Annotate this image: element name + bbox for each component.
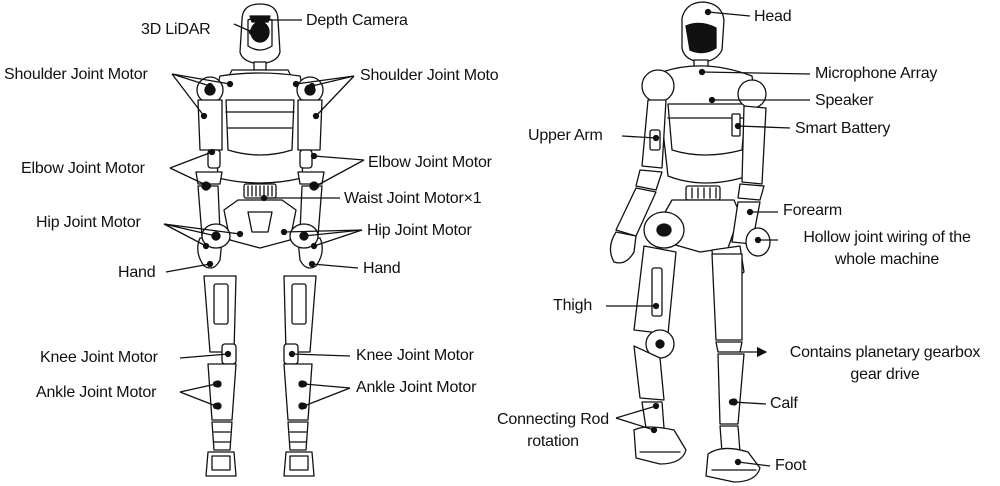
label-upper-arm: Upper Arm	[528, 127, 603, 144]
label-elbow-joint-motor-left: Elbow Joint Motor	[21, 160, 145, 177]
side-callouts	[606, 8, 811, 467]
label-connecting-rod: Connecting Rod rotation	[484, 411, 622, 451]
label-shoulder-joint-motor-left: Shoulder Joint Motor	[4, 66, 148, 83]
label-planetary-gearbox: Contains planetary gearbox gear drive	[771, 344, 999, 384]
label-forearm: Forearm	[783, 202, 843, 219]
label-connecting-rod-line1: Connecting Rod	[497, 411, 609, 428]
front-robot-figure	[196, 4, 324, 476]
label-elbow-joint-motor-right: Elbow Joint Motor	[368, 154, 492, 171]
label-speaker: Speaker	[815, 92, 874, 109]
label-ankle-joint-motor-right: Ankle Joint Motor	[356, 379, 477, 396]
front-callouts	[163, 16, 365, 410]
label-waist-joint-motor: Waist Joint Motor×1	[344, 190, 482, 207]
label-knee-joint-motor-right: Knee Joint Motor	[356, 347, 474, 364]
label-smart-battery: Smart Battery	[795, 120, 891, 137]
label-knee-joint-motor-left: Knee Joint Motor	[40, 349, 158, 366]
label-thigh: Thigh	[553, 297, 593, 314]
label-hollow-joint-wiring-line1: Hollow joint wiring of the	[803, 229, 971, 246]
label-hand-right: Hand	[363, 260, 401, 277]
label-hip-joint-motor-left: Hip Joint Motor	[36, 214, 141, 231]
label-microphone-array: Microphone Array	[815, 65, 938, 82]
label-ankle-joint-motor-left: Ankle Joint Motor	[36, 384, 157, 401]
label-hollow-joint-wiring-line2: whole machine	[834, 251, 940, 268]
label-planetary-gearbox-line2: gear drive	[850, 366, 920, 383]
label-head: Head	[754, 8, 792, 25]
label-connecting-rod-line2: rotation	[527, 433, 579, 450]
label-hip-joint-motor-right: Hip Joint Motor	[367, 222, 472, 239]
label-hand-left: Hand	[118, 264, 156, 281]
label-calf: Calf	[770, 395, 798, 412]
label-depth-camera: Depth Camera	[306, 12, 408, 29]
side-robot-figure	[610, 2, 770, 482]
label-3d-lidar: 3D LiDAR	[141, 21, 211, 38]
label-foot: Foot	[775, 457, 807, 474]
label-planetary-gearbox-line1: Contains planetary gearbox	[789, 344, 981, 361]
label-hollow-joint-wiring: Hollow joint wiring of the whole machine	[782, 229, 992, 269]
label-shoulder-joint-motor-right: Shoulder Joint Moto	[360, 67, 499, 84]
